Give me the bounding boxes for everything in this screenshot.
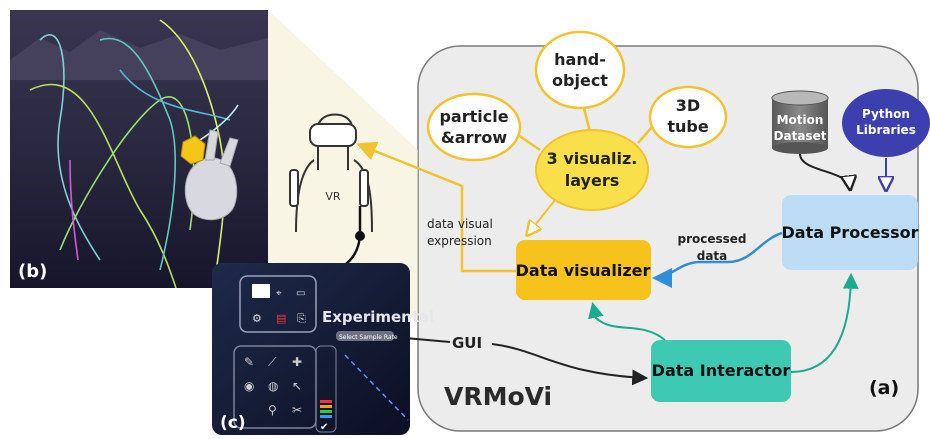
svg-text:⎘: ⎘ xyxy=(297,312,306,325)
arrow-layers-to-visualizer xyxy=(528,199,556,234)
vr-link-node xyxy=(355,231,365,241)
center-line2: layers xyxy=(565,171,619,190)
connector-3d-tube xyxy=(637,126,653,144)
svg-text:✂: ✂ xyxy=(292,403,302,417)
menu-title: Experimental xyxy=(322,308,434,326)
edge-data-visual-expression-line1: data visual xyxy=(427,217,493,231)
python-libraries-node xyxy=(842,89,930,157)
layer-3d-tube-line2: tube xyxy=(667,117,708,136)
edge-processed-data-line2: data xyxy=(697,249,728,263)
motion-dataset-cylinder xyxy=(772,98,828,148)
python-libraries-line1: Python xyxy=(862,107,910,121)
svg-text:⌖: ⌖ xyxy=(276,288,282,299)
layer-hand-object xyxy=(534,30,626,110)
connector-hand-object xyxy=(582,107,592,133)
svg-text:⚙: ⚙ xyxy=(252,312,262,325)
layer-particle-arrow-line1: particle xyxy=(439,107,508,126)
vr-menu-panel xyxy=(212,263,410,435)
menu-widget-top: ⌖ ▭ ⚙ ▤ ⎘ xyxy=(239,275,317,333)
vr-user-label: VR xyxy=(325,190,341,203)
mountain-silhouette xyxy=(10,30,268,80)
motion-dataset-top xyxy=(771,90,829,106)
visualization-layers-center xyxy=(535,129,649,211)
arrow-dataset-to-processor xyxy=(799,153,850,188)
menu-side-column: ✔ xyxy=(315,345,337,433)
menu-sublabel: Select Sample Rate xyxy=(339,334,398,341)
layer-hand-object-line1: hand- xyxy=(554,50,606,69)
layer-3d-tube xyxy=(648,85,728,149)
data-visualizer-label: Data visualizer xyxy=(516,261,651,280)
svg-text:▭: ▭ xyxy=(296,288,305,299)
data-visualizer-box xyxy=(516,240,651,300)
virtual-cube xyxy=(180,135,206,165)
panel-label-c: (c) xyxy=(220,413,246,433)
panel-label-a: (a) xyxy=(869,377,899,399)
system-name: VRMoVi xyxy=(444,382,552,411)
edge-processed-data-line1: processed xyxy=(677,232,746,246)
motion-trajectories xyxy=(29,19,239,289)
python-libraries-line2: Libraries xyxy=(856,123,916,137)
arrow-interactor-to-processor xyxy=(790,272,859,373)
vr-user-icon xyxy=(289,113,373,233)
layer-particle-arrow xyxy=(426,92,522,162)
arrow-visualizer-to-vr xyxy=(356,141,516,273)
svg-text:✚: ✚ xyxy=(292,355,302,369)
layer-particle-arrow-line2: &arrow xyxy=(441,128,508,147)
data-interactor-label: Data Interactor xyxy=(652,361,791,380)
panel-label-b: (b) xyxy=(18,261,47,282)
svg-text:⚲: ⚲ xyxy=(268,403,277,417)
svg-text:▤: ▤ xyxy=(276,312,286,325)
arrow-gui-continued xyxy=(491,343,649,386)
virtual-hand xyxy=(184,129,239,221)
motion-dataset-bottom xyxy=(772,142,828,154)
menu-slider-track xyxy=(336,331,394,341)
motion-dataset-line2: Dataset xyxy=(774,129,827,143)
svg-text:↖: ↖ xyxy=(292,379,302,393)
data-processor-box xyxy=(782,195,918,270)
layer-hand-object-line2: object xyxy=(552,71,608,90)
arrow-interactor-to-visualizer xyxy=(588,301,666,341)
layer-3d-tube-line1: 3D xyxy=(676,96,700,115)
edge-data-visual-expression-line2: expression xyxy=(427,234,492,248)
beam-shading xyxy=(268,10,418,320)
data-processor-label: Data Processor xyxy=(782,223,919,242)
arrow-processor-to-visualizer xyxy=(652,231,783,288)
menu-pointer-ray xyxy=(344,354,409,421)
center-line1: 3 visualiz. xyxy=(547,149,638,168)
data-interactor-box xyxy=(651,340,791,402)
connector-particle-arrow xyxy=(517,133,541,152)
arrow-gui-to-interactor xyxy=(404,337,451,343)
edge-gui-label: GUI xyxy=(452,334,482,352)
svg-text:◍: ◍ xyxy=(268,379,279,393)
svg-text:⟋: ⟋ xyxy=(268,355,277,369)
motion-dataset-line1: Motion xyxy=(777,113,824,127)
svg-text:◉: ◉ xyxy=(244,379,254,393)
svg-text:✔: ✔ xyxy=(320,422,328,433)
svg-text:✎: ✎ xyxy=(244,355,254,369)
